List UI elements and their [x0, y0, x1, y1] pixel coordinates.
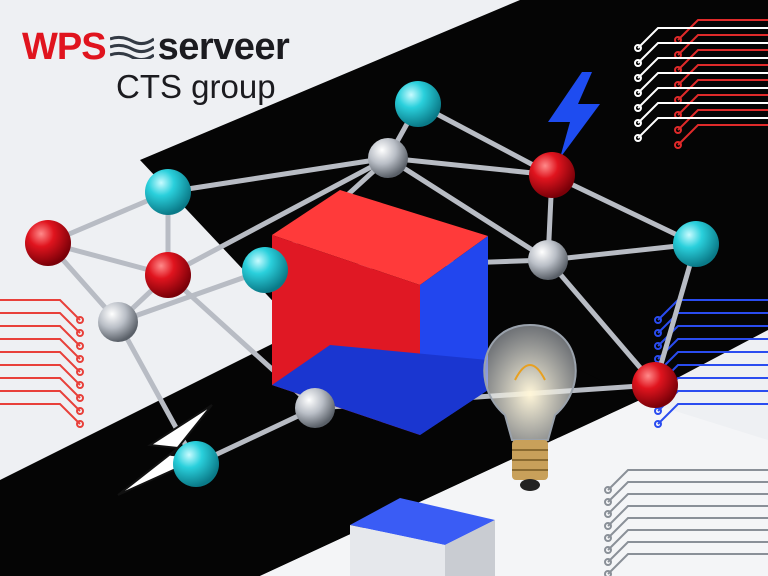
circuit-trace [637, 42, 768, 64]
circuit-trace [607, 481, 768, 503]
circuit-trace [677, 64, 768, 86]
circuit-pad [654, 316, 662, 324]
circuit-trace [0, 351, 81, 373]
silver-node [98, 302, 138, 342]
circuit-pad [76, 329, 84, 337]
cyan-node [242, 247, 288, 293]
circuit-trace [677, 124, 768, 146]
circuit-trace [677, 109, 768, 131]
network-link [545, 257, 658, 388]
circuit-pad [76, 316, 84, 324]
circuit-pad [604, 510, 612, 518]
circuit-pad [634, 119, 642, 127]
circuit-pad [634, 59, 642, 67]
circuit-pad [654, 420, 662, 428]
circuit-trace [637, 117, 768, 139]
circuit-trace [657, 325, 768, 347]
circuit-trace [677, 19, 768, 41]
circuit-pad [604, 546, 612, 554]
network-link [115, 267, 268, 325]
network-link [652, 241, 699, 388]
circuit-trace [0, 403, 81, 425]
company-logo: WPS serveer CTS group [22, 25, 290, 106]
circuit-trace [607, 529, 768, 551]
circuit-pad [674, 126, 682, 134]
lightning-bolt-icon [117, 404, 213, 496]
circuit-pad [76, 355, 84, 363]
circuit-trace [637, 87, 768, 109]
circuit-pad [654, 407, 662, 415]
cyan-node [173, 441, 219, 487]
circuit-pad [604, 498, 612, 506]
circuit-trace [607, 517, 768, 539]
red-node [145, 252, 191, 298]
logo-wps: WPS [22, 25, 107, 68]
circuit-trace [607, 469, 768, 491]
red-node [632, 362, 678, 408]
circuit-pad [654, 329, 662, 337]
waves-icon [109, 35, 154, 59]
circuit-trace [607, 541, 768, 563]
circuit-trace [637, 57, 768, 79]
silver-node [368, 138, 408, 178]
circuit-trace [0, 390, 81, 412]
circuit-trace [0, 299, 81, 321]
cyan-node [673, 221, 719, 267]
circuit-pad [76, 342, 84, 350]
network-nodes [25, 81, 719, 487]
circuit-trace [637, 72, 768, 94]
light-bulb-icon [483, 323, 577, 491]
red-blue-cube [272, 190, 488, 435]
circuit-pad [76, 407, 84, 415]
circuit-trace [677, 94, 768, 116]
blue-block [350, 498, 495, 576]
circuit-pad [604, 534, 612, 542]
cyan-node [145, 169, 191, 215]
network-link [385, 155, 555, 178]
circuit-trace [677, 79, 768, 101]
network-link [415, 101, 555, 178]
circuit-trace [0, 364, 81, 386]
circuit-pad [654, 342, 662, 350]
logo-serveer: serveer [157, 25, 290, 68]
circuit-pad [76, 368, 84, 376]
circuit-trace [677, 34, 768, 56]
circuit-trace [607, 553, 768, 575]
cyan-node [395, 81, 441, 127]
circuit-trace [607, 493, 768, 515]
circuit-pad [604, 522, 612, 530]
circuit-pad [76, 381, 84, 389]
logo-subtitle: CTS group [116, 68, 276, 105]
silver-node [295, 388, 335, 428]
red-node [25, 220, 71, 266]
circuit-pad [634, 89, 642, 97]
circuit-trace [0, 312, 81, 334]
circuit-trace [637, 102, 768, 124]
circuit-pad [634, 74, 642, 82]
circuit-pad [634, 44, 642, 52]
circuit-pad [604, 570, 612, 576]
circuit-trace [657, 403, 768, 425]
network-link [549, 172, 699, 247]
circuit-trace [0, 377, 81, 399]
lightning-bolt-icon [548, 72, 600, 158]
network-link [165, 155, 391, 278]
circuit-trace [607, 505, 768, 527]
circuit-trace [0, 338, 81, 360]
circuit-pad [604, 558, 612, 566]
circuit-pad [604, 486, 612, 494]
circuit-pad [634, 104, 642, 112]
network-link [165, 155, 391, 195]
network-link [385, 155, 551, 263]
circuit-trace [0, 325, 81, 347]
circuit-pad [76, 394, 84, 402]
silver-node [528, 240, 568, 280]
circuit-pad [76, 420, 84, 428]
circuit-trace [637, 27, 768, 49]
circuit-pad [634, 134, 642, 142]
circuit-trace [677, 49, 768, 71]
red-node [529, 152, 575, 198]
network-link [545, 241, 699, 263]
circuit-pad [674, 141, 682, 149]
